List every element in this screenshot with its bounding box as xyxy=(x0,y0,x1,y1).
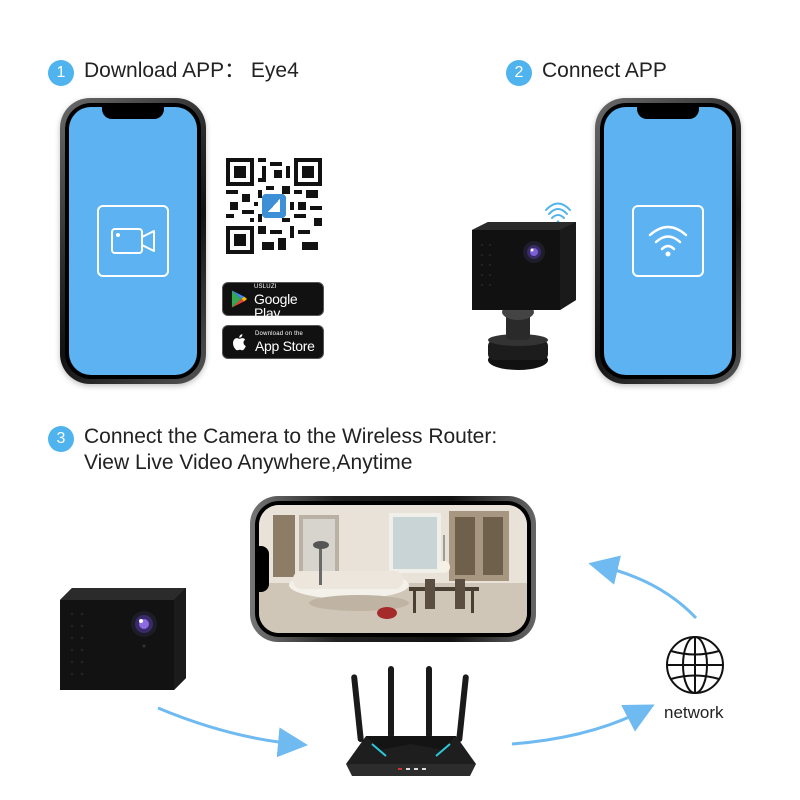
google-play-big-text: Google Play xyxy=(254,291,298,321)
globe-icon xyxy=(664,634,726,696)
live-video-screen xyxy=(259,505,527,633)
arrow-router-to-network xyxy=(511,704,655,746)
step-2-title: Connect APP xyxy=(542,59,667,82)
phone-1-screen xyxy=(69,107,197,375)
camera-small xyxy=(468,200,578,380)
wifi-signal-icon xyxy=(545,202,571,224)
step-1-heading: 1 Download APP： Eye4 xyxy=(48,58,299,86)
apple-icon xyxy=(233,334,246,351)
video-camera-icon[interactable] xyxy=(97,205,169,277)
app-store-badge[interactable]: Download on the App Store xyxy=(222,325,324,359)
qr-code xyxy=(226,158,322,254)
step-1-number: 1 xyxy=(48,60,74,86)
step-2-number: 2 xyxy=(506,60,532,86)
arrow-network-to-phone xyxy=(588,555,698,620)
phone-2-screen xyxy=(604,107,732,375)
phone-connect-app xyxy=(595,98,741,384)
google-play-small-text: DOSTUPNO NA USLUZI xyxy=(254,278,300,290)
phone-live-view xyxy=(250,496,536,642)
step-3-line-2: View Live Video Anywhere,Anytime xyxy=(84,451,413,474)
step-3-line-1: Connect the Camera to the Wireless Route… xyxy=(84,425,498,448)
google-play-badge[interactable]: DOSTUPNO NA USLUZI Google Play xyxy=(222,278,324,320)
step-2-heading: 2 Connect APP xyxy=(506,58,667,86)
wireless-router xyxy=(336,664,486,782)
arrow-camera-to-router xyxy=(157,706,308,758)
step-3-heading: 3 Connect the Camera to the Wireless Rou… xyxy=(48,424,497,476)
camera-large xyxy=(58,584,188,694)
network-label: network xyxy=(664,703,724,722)
wifi-icon[interactable] xyxy=(632,205,704,277)
app-store-small-text: Download on the xyxy=(255,331,304,337)
google-play-icon xyxy=(231,290,248,308)
step-1-title: Download APP： Eye4 xyxy=(84,59,299,82)
step-3-number: 3 xyxy=(48,426,74,452)
phone-download-app xyxy=(60,98,206,384)
app-store-big-text: App Store xyxy=(255,338,315,354)
